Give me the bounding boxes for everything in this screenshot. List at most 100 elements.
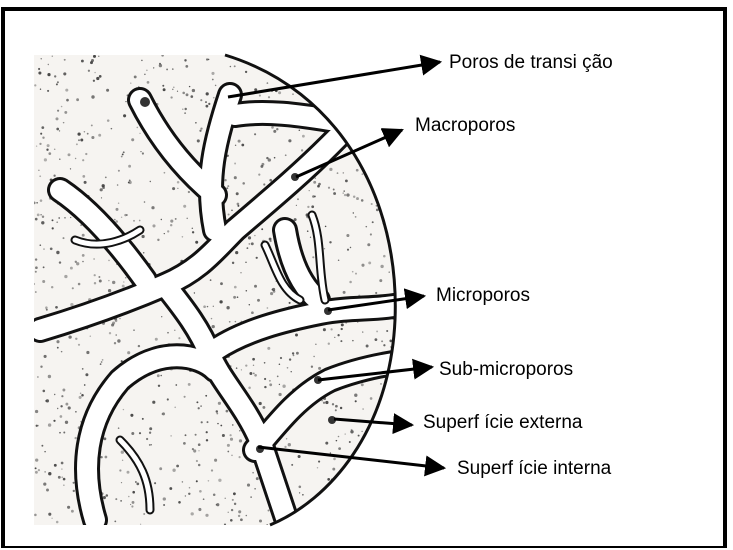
stipple-dot [386, 330, 388, 332]
stipple-dot [125, 101, 126, 102]
stipple-dot [347, 249, 349, 251]
stipple-dot [185, 65, 188, 68]
stipple-dot [102, 186, 105, 189]
stipple-dot [52, 56, 53, 57]
stipple-dot [307, 206, 309, 208]
stipple-dot [172, 68, 174, 70]
stipple-dot [183, 205, 186, 208]
stipple-dot [373, 132, 375, 134]
stipple-dot [214, 459, 217, 462]
stipple-dot [55, 306, 58, 309]
stipple-dot [279, 384, 280, 385]
stipple-dot [122, 460, 123, 461]
stipple-dot [291, 371, 292, 372]
stipple-dot [66, 99, 69, 102]
stipple-dot [365, 68, 367, 70]
stipple-dot [353, 195, 355, 197]
stipple-dot [212, 325, 215, 328]
stipple-dot [367, 243, 370, 246]
stipple-dot [41, 58, 42, 59]
stipple-dot [361, 264, 364, 267]
stipple-dot [216, 410, 218, 412]
stipple-dot [252, 358, 255, 361]
stipple-dot [135, 481, 137, 483]
stipple-dot [93, 258, 95, 260]
stipple-dot [319, 78, 321, 80]
stipple-dot [385, 188, 386, 189]
stipple-dot [218, 402, 221, 405]
stipple-dot [140, 524, 141, 525]
stipple-dot [237, 296, 239, 298]
stipple-dot [282, 385, 285, 388]
stipple-dot [130, 83, 131, 84]
stipple-dot [44, 355, 47, 358]
stipple-dot [338, 447, 341, 450]
stipple-dot [177, 181, 180, 184]
stipple-dot [349, 135, 352, 138]
stipple-dot [56, 128, 59, 131]
stipple-dot [274, 55, 276, 57]
stipple-dot [280, 357, 282, 359]
stipple-dot [58, 217, 60, 219]
stipple-dot [131, 505, 133, 507]
stipple-dot [35, 258, 37, 260]
stipple-dot [206, 431, 208, 433]
stipple-dot [123, 114, 126, 117]
stipple-dot [249, 372, 252, 375]
stipple-dot [230, 66, 232, 68]
stipple-dot [63, 478, 66, 481]
stipple-dot [178, 337, 180, 339]
stipple-dot [257, 299, 260, 302]
stipple-dot [293, 355, 295, 357]
stipple-dot [50, 247, 53, 250]
stipple-dot [85, 373, 88, 376]
stipple-dot [65, 89, 68, 92]
stipple-dot [245, 364, 247, 366]
label-macroporos: Macroporos [415, 116, 515, 135]
stipple-dot [229, 434, 231, 436]
stipple-dot [299, 492, 300, 493]
stipple-dot [182, 481, 184, 483]
stipple-dot [235, 321, 236, 322]
stipple-dot [269, 380, 271, 382]
stipple-dot [143, 513, 145, 515]
stipple-dot [382, 176, 385, 179]
stipple-dot [249, 304, 250, 305]
stipple-dot [192, 231, 194, 233]
stipple-dot [167, 230, 169, 232]
stipple-dot [53, 420, 55, 422]
stipple-dot [59, 261, 61, 263]
stipple-dot [343, 102, 346, 105]
stipple-dot [40, 199, 43, 202]
stipple-dot [172, 469, 175, 472]
stipple-dot [122, 153, 124, 155]
stipple-dot [225, 498, 226, 499]
stipple-dot [352, 115, 353, 116]
stipple-dot [188, 493, 190, 495]
stipple-dot [39, 143, 41, 145]
stipple-dot [91, 124, 93, 126]
stipple-dot [266, 157, 268, 159]
stipple-dot [392, 465, 394, 467]
stipple-dot [335, 97, 337, 99]
stipple-dot [271, 289, 273, 291]
stipple-dot [38, 68, 40, 70]
stipple-dot [105, 177, 107, 179]
stipple-dot [361, 173, 363, 175]
stipple-dot [175, 384, 177, 386]
stipple-dot [78, 344, 80, 346]
stipple-dot [352, 271, 354, 273]
stipple-dot [61, 395, 63, 397]
stipple-dot [274, 157, 276, 159]
stipple-dot [63, 72, 66, 75]
stipple-dot [52, 219, 54, 221]
stipple-dot [389, 210, 392, 213]
stipple-dot [299, 486, 302, 489]
stipple-dot [118, 427, 120, 429]
stipple-dot [48, 375, 51, 378]
stipple-dot [370, 233, 372, 235]
stipple-dot [65, 403, 68, 406]
stipple-dot [235, 251, 238, 254]
stipple-dot [238, 515, 240, 517]
stipple-dot [232, 262, 234, 264]
